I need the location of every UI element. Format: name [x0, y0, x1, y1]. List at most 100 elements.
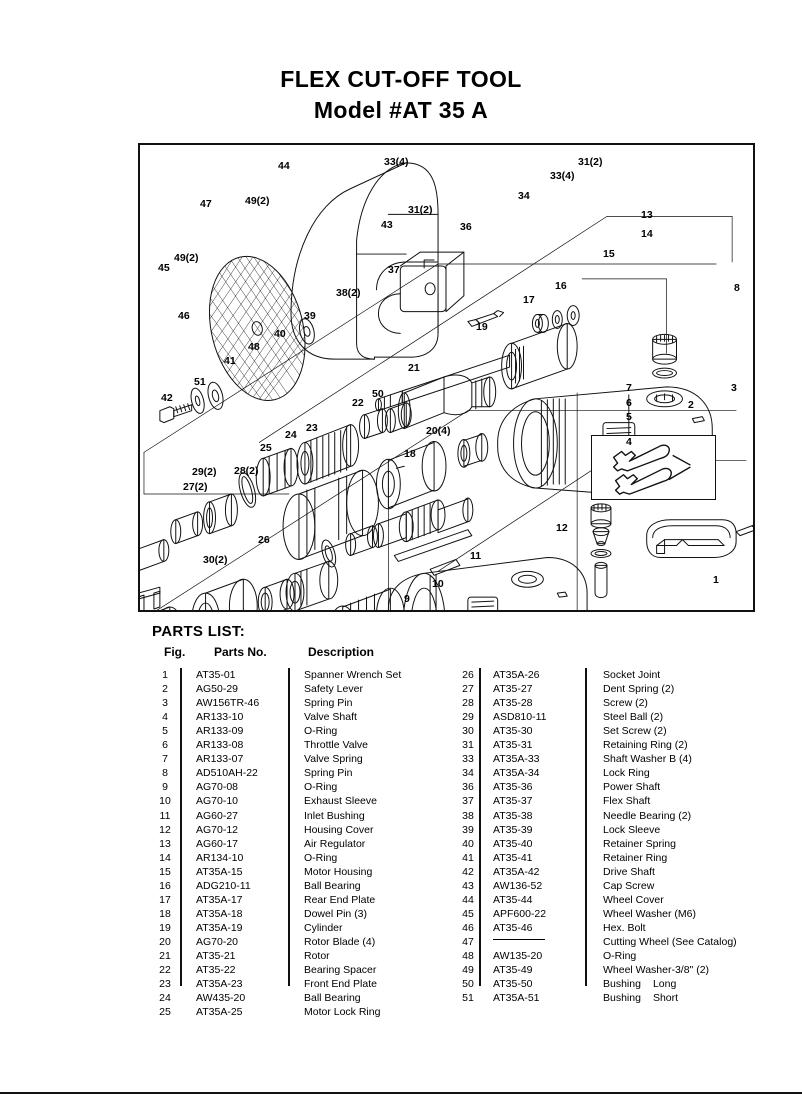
cell-description: Retainer Ring: [603, 851, 788, 865]
callout-334: 33(4): [550, 170, 575, 182]
callout-26: 26: [258, 534, 270, 546]
cell-part-number: AT35A-17: [196, 893, 243, 906]
cell-description: Throttle Valve: [304, 738, 479, 752]
callout-334: 33(4): [384, 156, 409, 168]
cell-description: Cylinder: [304, 921, 479, 935]
cell-description: Screw (2): [603, 696, 788, 710]
cell-description: Inlet Bushing: [304, 809, 479, 823]
cell-fig: 2: [162, 683, 168, 696]
callout-48: 48: [248, 341, 260, 353]
cell-description: Valve Shaft: [304, 710, 479, 724]
callout-13: 13: [641, 209, 653, 221]
description-text: Socket Joint: [603, 669, 661, 681]
cell-description: Dowel Pin (3): [304, 907, 479, 921]
callout-46: 46: [178, 310, 190, 322]
cell-part-number: AR133-08: [196, 739, 244, 752]
header-description: Description: [308, 645, 375, 659]
cell-part-number: AT35-39: [493, 823, 533, 836]
cell-part-number: AT35-36: [493, 781, 533, 794]
callout-25: 25: [260, 442, 272, 454]
callout-4: 4: [626, 436, 632, 448]
cell-description: O-Ring: [603, 949, 788, 963]
cell-part-number: [493, 935, 593, 949]
description-text: O-Ring: [304, 725, 338, 738]
cell-part-number: AT35A-23: [196, 978, 243, 991]
cell-description: Shaft Washer B (4): [603, 752, 788, 766]
description-text: Lock Ring: [603, 767, 650, 780]
cell-part-number: AT35A-33: [493, 753, 540, 766]
callout-292: 29(2): [192, 466, 217, 478]
cell-description: Spanner Wrench Set: [304, 668, 479, 682]
cell-fig: 18: [159, 907, 171, 920]
cell-part-number: AW156TR-46: [196, 697, 260, 710]
cell-description: O-Ring: [304, 780, 479, 794]
description-text: Wheel Washer-3/8" (2): [603, 964, 710, 977]
cell-description: Needle Bearing (2): [603, 809, 788, 823]
callout-50: 50: [372, 388, 384, 400]
cell-fig: 46: [462, 921, 474, 934]
cell-part-number: AT35-44: [493, 893, 533, 906]
cell-fig: 22: [159, 964, 171, 977]
callout-3: 3: [731, 382, 737, 394]
cell-fig: 44: [462, 893, 474, 906]
callout-44: 44: [278, 160, 290, 172]
cell-description: Cap Screw: [603, 879, 788, 893]
cell-part-number: AT35-38: [493, 809, 533, 822]
description-text: Throttle Valve: [304, 739, 368, 752]
description-text: O-Ring: [603, 950, 637, 962]
callout-2: 2: [688, 399, 694, 411]
cell-fig: 27: [462, 683, 474, 696]
cell-description: Spring Pin: [304, 696, 479, 710]
description-text: Rotor: [304, 950, 330, 962]
description-text: Shaft Washer B (4): [603, 753, 692, 766]
cell-fig: 20: [159, 935, 171, 948]
description-text: Hex. Bolt: [603, 921, 646, 934]
description-text: Valve Shaft: [304, 711, 357, 724]
callout-16: 16: [555, 280, 567, 292]
callout-302: 30(2): [203, 554, 228, 566]
cell-fig: 4: [162, 711, 168, 724]
cell-fig: 41: [462, 851, 474, 864]
cell-fig: 38: [462, 809, 474, 822]
cell-description: Safety Lever: [304, 682, 479, 696]
cell-fig: 15: [159, 865, 171, 878]
cell-description: Socket Joint: [603, 668, 788, 682]
column-divider: [180, 668, 182, 986]
callout-39: 39: [304, 310, 316, 322]
cell-fig: 25: [159, 1006, 171, 1019]
description-text: Drive Shaft: [603, 865, 655, 878]
description-text: Dent Spring (2): [603, 683, 675, 696]
callout-312: 31(2): [408, 204, 433, 216]
callout-492: 49(2): [245, 195, 270, 207]
description-text: Bearing Spacer: [304, 964, 377, 977]
description-text: Retainer Spring: [603, 837, 676, 850]
page-title: FLEX CUT-OFF TOOL Model #AT 35 A: [0, 66, 802, 123]
cell-fig: 36: [462, 781, 474, 794]
cell-part-number: AT35A-26: [493, 669, 540, 681]
cell-description: Valve Spring: [304, 752, 479, 766]
callout-9: 9: [404, 593, 410, 605]
cell-description: Lock Sleeve: [603, 823, 788, 837]
